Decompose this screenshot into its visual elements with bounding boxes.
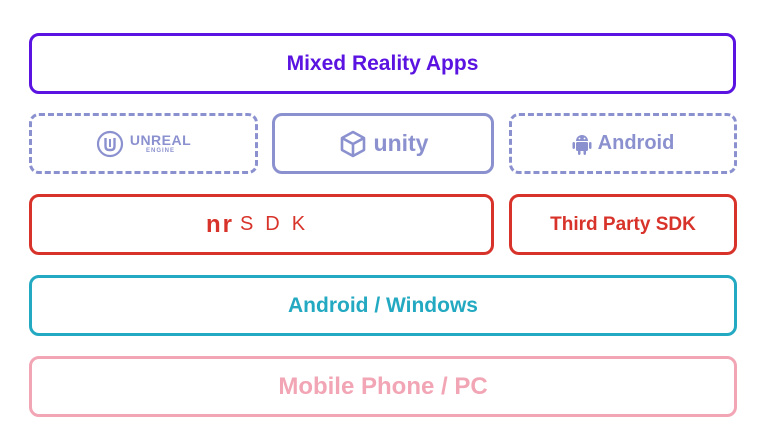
unity-label: unity <box>373 130 429 156</box>
mixed-reality-apps-layer: Mixed Reality Apps <box>29 33 736 94</box>
mixed-reality-apps-label: Mixed Reality Apps <box>286 51 479 75</box>
android-label: Android <box>597 132 675 154</box>
nrsdk-box: nr SDK <box>29 194 494 255</box>
os-layer: Android / Windows <box>29 275 737 336</box>
third-party-sdk-label: Third Party SDK <box>550 213 696 235</box>
os-label: Android / Windows <box>288 293 478 317</box>
unreal-engine-label: UNREAL <box>129 132 192 148</box>
android-robot-icon <box>572 132 592 156</box>
hardware-layer: Mobile Phone / PC <box>29 356 737 417</box>
nrsdk-label: SDK <box>239 213 318 235</box>
third-party-sdk-box: Third Party SDK <box>509 194 737 255</box>
nreal-logo-mark: nr <box>205 210 234 238</box>
android-box: Android <box>509 113 737 174</box>
unity-logo-icon <box>338 129 368 159</box>
unreal-engine-sublabel: ENGINE <box>145 148 175 154</box>
unreal-engine-box: UNREAL ENGINE <box>29 113 258 174</box>
hardware-label: Mobile Phone / PC <box>278 372 488 400</box>
unity-box: unity <box>272 113 494 174</box>
unreal-engine-logo-icon <box>96 130 124 158</box>
